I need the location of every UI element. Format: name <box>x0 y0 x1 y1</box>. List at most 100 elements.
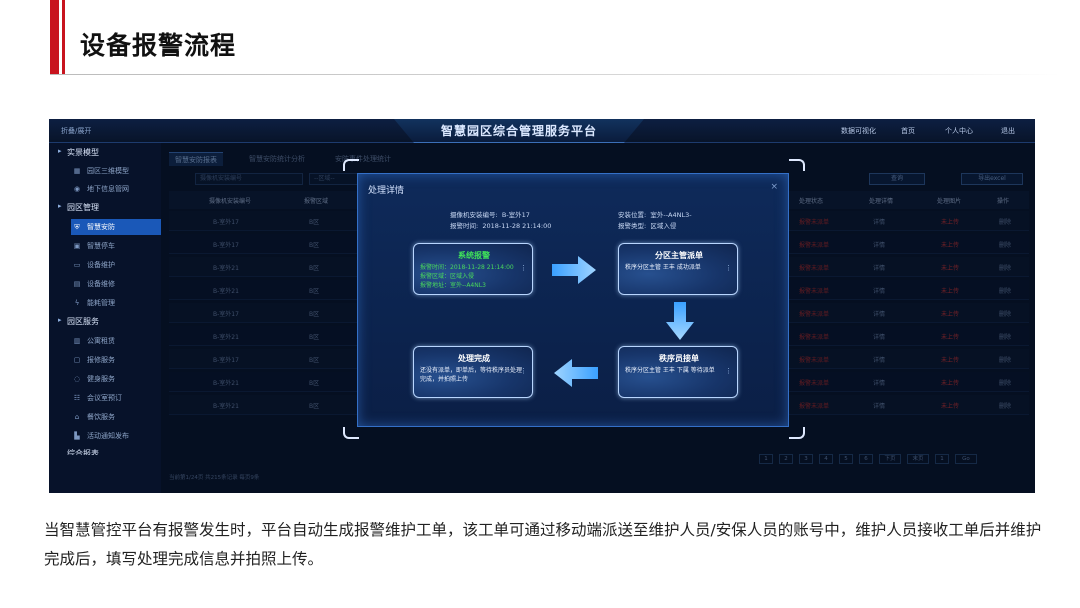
cell-detail-link[interactable]: 详情 <box>873 288 886 295</box>
frame-corner-top-right <box>789 159 805 171</box>
frame-corner-bottom-left <box>343 427 359 439</box>
cell-camera: B-室外17 <box>213 311 239 318</box>
sidebar-item-equipment-maintenance[interactable]: ▭设备维护 <box>71 257 161 273</box>
cell-camera: B-室外21 <box>213 334 239 341</box>
tab-security-report[interactable]: 智慧安防报表 <box>169 152 223 166</box>
cell-status: 报警未派单 <box>799 311 830 318</box>
tab-security-analysis[interactable]: 智慧安防统计分析 <box>249 155 305 163</box>
cell-status: 报警未派单 <box>799 334 830 341</box>
export-excel-button[interactable]: 导出excel <box>961 173 1023 185</box>
sidebar-item-catering[interactable]: ⌂餐饮服务 <box>71 409 161 425</box>
cell-delete-link[interactable]: 删除 <box>999 288 1012 295</box>
sidebar-item-security[interactable]: ⛨智慧安防 <box>71 219 161 235</box>
sidebar-group-management[interactable]: 园区管理 <box>58 202 99 213</box>
sidebar-item-apartment[interactable]: ▥公寓租赁 <box>71 333 161 349</box>
pager-button[interactable]: 2 <box>779 454 793 464</box>
monitor-icon: ▭ <box>73 261 81 269</box>
step-title: 处理完成 <box>458 354 490 363</box>
sidebar-item-3d-model[interactable]: ▦园区三维模型 <box>71 163 161 179</box>
info-location: 安装位置: 室外--A4NL3- <box>618 211 692 219</box>
nav-data-visualization[interactable]: 数据可视化 <box>841 127 876 135</box>
sidebar-item-meeting[interactable]: ☷会议室预订 <box>71 390 161 406</box>
sidebar-item-parking[interactable]: ▣智慧停车 <box>71 238 161 254</box>
arrow-right-icon <box>552 256 596 284</box>
nav-home[interactable]: 首页 <box>901 127 915 135</box>
cell-delete-link[interactable]: 删除 <box>999 311 1012 318</box>
nav-logout[interactable]: 退出 <box>1001 127 1015 135</box>
cell-delete-link[interactable]: 删除 <box>999 403 1012 410</box>
cell-detail-link[interactable]: 详情 <box>873 334 886 341</box>
pager-button[interactable]: 1 <box>759 454 773 464</box>
cell-image-status: 未上传 <box>941 334 960 341</box>
cell-area: B区 <box>309 219 320 226</box>
step-title: 秩序员接单 <box>659 354 699 363</box>
cell-camera: B-室外17 <box>213 357 239 364</box>
nav-profile[interactable]: 个人中心 <box>945 127 973 135</box>
step-detail: 秩序分区主管 王丰 下属 等待派单 <box>625 367 715 374</box>
cell-image-status: 未上传 <box>941 380 960 387</box>
cell-area: B区 <box>309 334 320 341</box>
header-area: 报警区域 <box>304 198 329 205</box>
step-card-system-alarm[interactable]: 系统报警 报警时间：2018-11-28 21:14:00 报警区域：区域入侵 … <box>413 243 533 295</box>
cell-delete-link[interactable]: 删除 <box>999 380 1012 387</box>
doc-icon: ▢ <box>73 356 81 364</box>
sidebar-item-fitness[interactable]: ◌健身服务 <box>71 371 161 387</box>
sidebar-item-repair-service[interactable]: ▢报修服务 <box>71 352 161 368</box>
cell-detail-link[interactable]: 详情 <box>873 357 886 364</box>
more-icon: ⋮ <box>520 264 527 272</box>
cell-image-status: 未上传 <box>941 403 960 410</box>
cell-detail-link[interactable]: 详情 <box>873 403 886 410</box>
step-card-accept[interactable]: 秩序员接单 秩序分区主管 王丰 下属 等待派单 ⋮ <box>618 346 738 398</box>
sidebar-group-reports[interactable]: 综合报表 <box>67 448 99 455</box>
cell-area: B区 <box>309 380 320 387</box>
header-image: 处理图片 <box>937 198 962 205</box>
cell-delete-link[interactable]: 删除 <box>999 219 1012 226</box>
cell-detail-link[interactable]: 详情 <box>873 242 886 249</box>
cell-area: B区 <box>309 403 320 410</box>
arrow-down-icon <box>666 302 694 340</box>
close-icon[interactable]: × <box>770 182 778 192</box>
more-icon: ⋮ <box>725 264 732 272</box>
sidebar-group-model[interactable]: 实景模型 <box>58 147 99 158</box>
title-divider <box>50 74 1060 75</box>
cell-delete-link[interactable]: 删除 <box>999 357 1012 364</box>
cell-delete-link[interactable]: 删除 <box>999 334 1012 341</box>
cell-status: 报警未派单 <box>799 403 830 410</box>
tab-event-statistics[interactable]: 安防事件处理统计 <box>335 155 391 163</box>
info-alarm-time: 报警时间: 2018-11-28 21:14:00 <box>450 222 552 230</box>
pager-button[interactable]: 下页 <box>879 454 901 464</box>
sidebar-group-service[interactable]: 园区服务 <box>58 316 99 327</box>
sidebar-item-activity-notice[interactable]: ▙活动通知发布 <box>71 428 161 444</box>
bolt-icon: ϟ <box>74 299 80 307</box>
cell-area: B区 <box>309 242 320 249</box>
dumbbell-icon: ◌ <box>73 375 81 383</box>
sidebar-item-equipment-repair[interactable]: ▤设备维修 <box>71 276 161 292</box>
step-card-dispatch[interactable]: 分区主管派单 秩序分区主管 王丰 成功派单 ⋮ <box>618 243 738 295</box>
cell-camera: B-室外21 <box>213 380 239 387</box>
cell-detail-link[interactable]: 详情 <box>873 265 886 272</box>
cell-detail-link[interactable]: 详情 <box>873 380 886 387</box>
step-card-complete[interactable]: 处理完成 还没有派单，即单后，等待秩序员处理完成，并拍照上传 ⋮ <box>413 346 533 398</box>
pager-button[interactable]: 末页 <box>907 454 929 464</box>
cell-status: 报警未派单 <box>799 288 830 295</box>
pager-button[interactable]: Go <box>955 454 977 464</box>
cell-detail-link[interactable]: 详情 <box>873 219 886 226</box>
pager-button[interactable]: 5 <box>839 454 853 464</box>
search-button[interactable]: 查询 <box>869 173 925 185</box>
collapse-toggle[interactable]: 折叠/展开 <box>61 127 92 135</box>
sidebar-item-pipe-network[interactable]: ◉地下信息管网 <box>71 181 161 197</box>
pager-button[interactable]: 1 <box>935 454 949 464</box>
cell-detail-link[interactable]: 详情 <box>873 311 886 318</box>
cell-delete-link[interactable]: 删除 <box>999 265 1012 272</box>
pager-button[interactable]: 3 <box>799 454 813 464</box>
cell-camera: B-室外21 <box>213 265 239 272</box>
pager-button[interactable]: 4 <box>819 454 833 464</box>
camera-number-input[interactable]: 摄像机安装编号 <box>195 173 303 185</box>
step-detail: 秩序分区主管 王丰 成功派单 <box>625 264 701 271</box>
cell-image-status: 未上传 <box>941 288 960 295</box>
pager-button[interactable]: 6 <box>859 454 873 464</box>
cell-delete-link[interactable]: 删除 <box>999 242 1012 249</box>
cube-icon: ▦ <box>73 167 81 175</box>
cell-image-status: 未上传 <box>941 265 960 272</box>
